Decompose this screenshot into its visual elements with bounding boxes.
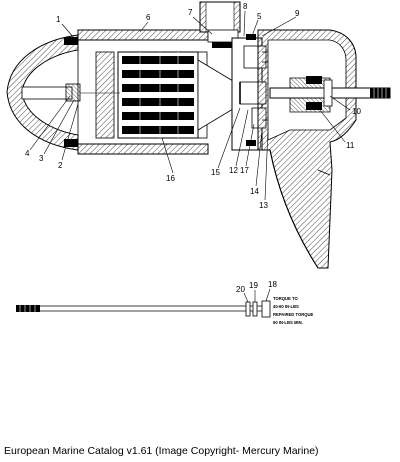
callout-20: 20	[236, 285, 245, 294]
callout-2: 2	[58, 161, 63, 170]
callout-4: 4	[25, 149, 30, 158]
callout-17: 17	[240, 166, 249, 175]
torque-note-line-3: REPAIRED TORQUE	[273, 312, 314, 317]
callout-12: 12	[229, 166, 238, 175]
callout-13: 13	[259, 201, 268, 210]
callout-19: 19	[249, 281, 258, 290]
armature	[80, 51, 239, 139]
top-fitting	[199, 1, 241, 48]
callout-15: 15	[211, 168, 220, 177]
callouts: 1 6 7 8 5 9 10 11 4 3 2 16 15 12 17 14 1…	[25, 2, 361, 210]
callout-1: 1	[56, 15, 61, 24]
callout-10: 10	[352, 107, 361, 116]
torque-note-line-4: 60 IN-LBS MIN.	[273, 320, 303, 325]
callout-9: 9	[295, 9, 300, 18]
callout-16: 16	[166, 174, 175, 183]
callout-11: 11	[346, 141, 355, 150]
callout-8: 8	[243, 2, 248, 11]
callout-6: 6	[146, 13, 151, 22]
leader-lines	[29, 10, 351, 201]
callout-3: 3	[39, 154, 44, 163]
callout-14: 14	[250, 187, 259, 196]
callout-18: 18	[268, 280, 277, 289]
copyright-caption: European Marine Catalog v1.61 (Image Cop…	[4, 445, 319, 457]
callout-7: 7	[188, 8, 193, 17]
callout-5: 5	[257, 12, 262, 21]
torque-note-line-2: 40-60 IN-LBS	[273, 304, 299, 309]
prop-shaft	[269, 76, 391, 110]
nose-cone	[6, 34, 81, 151]
shaft-detail: 20 19 18 TORQUE TO 40-60 IN-LBS REPAIRED…	[16, 280, 314, 325]
torque-note-line-1: TORQUE TO	[273, 296, 298, 301]
gear-housing	[257, 29, 357, 269]
